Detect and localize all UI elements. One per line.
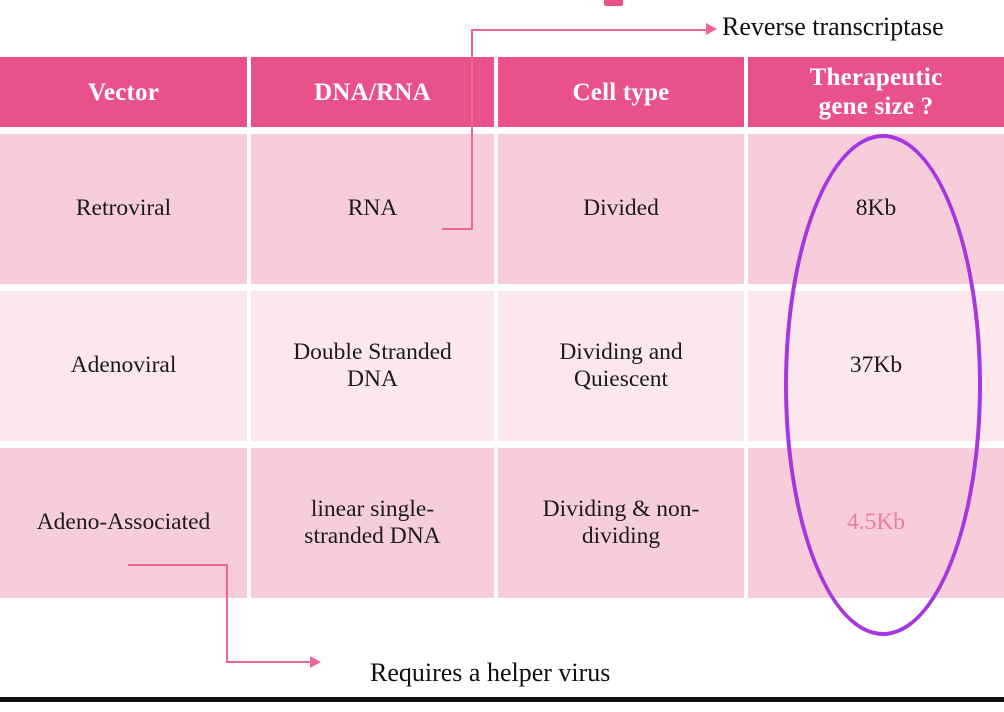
cell-cell-type-text: Dividing and Quiescent: [559, 339, 682, 394]
clipped-shape-fragment: [604, 0, 623, 6]
cell-cell-type-text: Divided: [583, 195, 659, 222]
annotation-requires-helper-virus: Requires a helper virus: [370, 658, 611, 687]
cell-vector-text: Retroviral: [75, 195, 172, 222]
callout-top-horizontal: [471, 29, 710, 31]
cell-dna-rna-text: Double Stranded DNA: [293, 339, 452, 394]
column-header-gene-size: Therapeutic gene size ?: [748, 57, 1004, 127]
row-divider: [0, 284, 1004, 291]
column-header-gene-size-line1: Therapeutic: [809, 64, 943, 91]
cell-gene-size-text: 37Kb: [849, 352, 903, 379]
cell-cell-type-text: Dividing & non- dividing: [543, 496, 700, 551]
cell-cell-type-line2: dividing: [581, 523, 661, 549]
callout-top-arrowhead-icon: [706, 23, 717, 35]
cell-dna-rna-text: linear single- stranded DNA: [304, 496, 440, 551]
row-divider: [0, 441, 1004, 448]
cell-vector-text: Adeno-Associated: [36, 509, 211, 536]
cell-dna-rna-line2: DNA: [347, 366, 398, 392]
column-header-vector-label: Vector: [87, 78, 160, 106]
cell-dna-rna: RNA: [251, 134, 494, 284]
table-header-row: Vector DNA/RNA Cell type Therapeutic gen…: [0, 57, 1004, 127]
column-header-gene-size-label: Therapeutic gene size ?: [810, 63, 943, 121]
cell-vector: Adenoviral: [0, 291, 247, 441]
column-header-dna-rna: DNA/RNA: [251, 57, 494, 127]
cell-gene-size: 8Kb: [748, 134, 1004, 284]
callout-top-vertical: [471, 30, 473, 230]
cell-cell-type: Dividing and Quiescent: [498, 291, 744, 441]
column-header-dna-rna-label: DNA/RNA: [314, 78, 431, 106]
cell-dna-rna: Double Stranded DNA: [251, 291, 494, 441]
cell-vector: Retroviral: [0, 134, 247, 284]
cell-vector-text: Adenoviral: [70, 352, 177, 379]
column-header-gene-size-line2: gene size ?: [818, 93, 934, 120]
callout-top-stub: [442, 228, 473, 230]
vector-comparison-table: Vector DNA/RNA Cell type Therapeutic gen…: [0, 57, 1004, 598]
cell-cell-type: Divided: [498, 134, 744, 284]
table-row: Adeno-Associated linear single- stranded…: [0, 448, 1004, 598]
cell-gene-size: 37Kb: [748, 291, 1004, 441]
column-header-vector: Vector: [0, 57, 247, 127]
table-row: Adenoviral Double Stranded DNA Dividing …: [0, 291, 1004, 441]
cell-gene-size: 4.5Kb: [748, 448, 1004, 598]
bottom-divider-rule: [0, 697, 1004, 702]
cell-dna-rna-text: RNA: [347, 195, 398, 222]
column-header-cell-type: Cell type: [498, 57, 744, 127]
column-header-cell-type-label: Cell type: [572, 78, 670, 106]
callout-bottom-arrowhead-icon: [310, 656, 321, 668]
row-divider: [0, 127, 1004, 134]
table-row: Retroviral RNA Divided 8Kb: [0, 134, 1004, 284]
cell-dna-rna: linear single- stranded DNA: [251, 448, 494, 598]
callout-bottom-horizontal: [128, 564, 228, 566]
cell-dna-rna-line1: linear single-: [310, 495, 435, 522]
cell-cell-type-line1: Dividing and: [559, 338, 683, 365]
cell-gene-size-text: 8Kb: [855, 195, 897, 222]
cell-cell-type-line2: Quiescent: [574, 366, 668, 392]
cell-vector: Adeno-Associated: [0, 448, 247, 598]
cell-cell-type-line1: Dividing & non-: [542, 495, 700, 522]
cell-dna-rna-line2: stranded DNA: [304, 523, 441, 549]
cell-gene-size-text: 4.5Kb: [846, 509, 906, 536]
cell-dna-rna-line1: Double Stranded: [293, 338, 452, 365]
callout-bottom-vertical: [226, 564, 228, 662]
cell-cell-type: Dividing & non- dividing: [498, 448, 744, 598]
annotation-reverse-transcriptase: Reverse transcriptase: [722, 12, 944, 41]
callout-bottom-horizontal-2: [226, 661, 312, 663]
